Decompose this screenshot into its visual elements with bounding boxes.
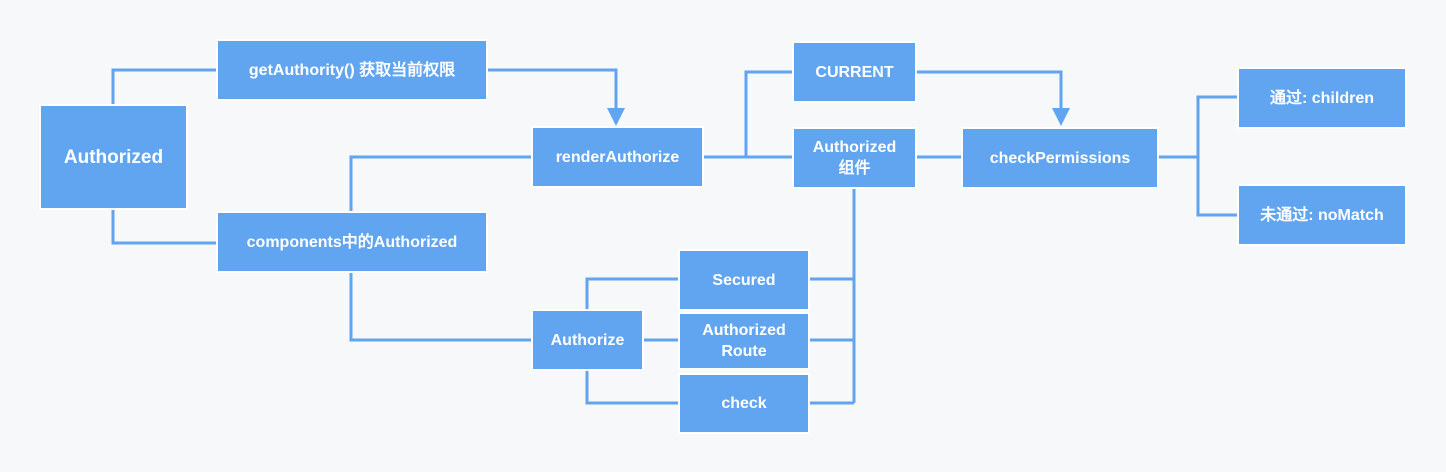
node-check: check <box>678 373 810 434</box>
node-authorized: Authorized <box>39 104 188 210</box>
node-check-permissions: checkPermissions <box>961 127 1159 189</box>
node-authorized-component: Authorized 组件 <box>792 127 917 189</box>
edge-components-to-authorize <box>349 272 533 342</box>
edge-current-branch <box>744 70 794 157</box>
node-components-authorized: components中的Authorized <box>216 211 488 273</box>
node-get-authority: getAuthority() 获取当前权限 <box>216 39 488 101</box>
node-pass-children: 通过: children <box>1237 67 1407 129</box>
edge-authorized-to-getauthority <box>111 68 218 105</box>
arrowhead-checkpermissions <box>1052 108 1070 126</box>
node-authorized-route: Authorized Route <box>678 312 810 370</box>
arrowhead-renderauthorize <box>607 108 625 126</box>
node-fail-nomatch: 未通过: noMatch <box>1237 184 1407 246</box>
node-secured: Secured <box>678 249 810 311</box>
edge-getauthority-to-renderauthorize <box>487 68 618 110</box>
node-current: CURRENT <box>792 41 917 103</box>
edge-branch-to-pass <box>1196 95 1239 217</box>
edge-components-to-renderauthorize <box>349 155 533 212</box>
node-authorize: Authorize <box>531 309 644 371</box>
node-render-authorize: renderAuthorize <box>531 126 704 188</box>
edge-authorize-to-secured <box>585 277 680 311</box>
edge-authorize-to-check <box>585 369 680 405</box>
edge-current-to-checkpermissions <box>915 70 1063 110</box>
edge-authorized-to-components <box>111 208 218 245</box>
